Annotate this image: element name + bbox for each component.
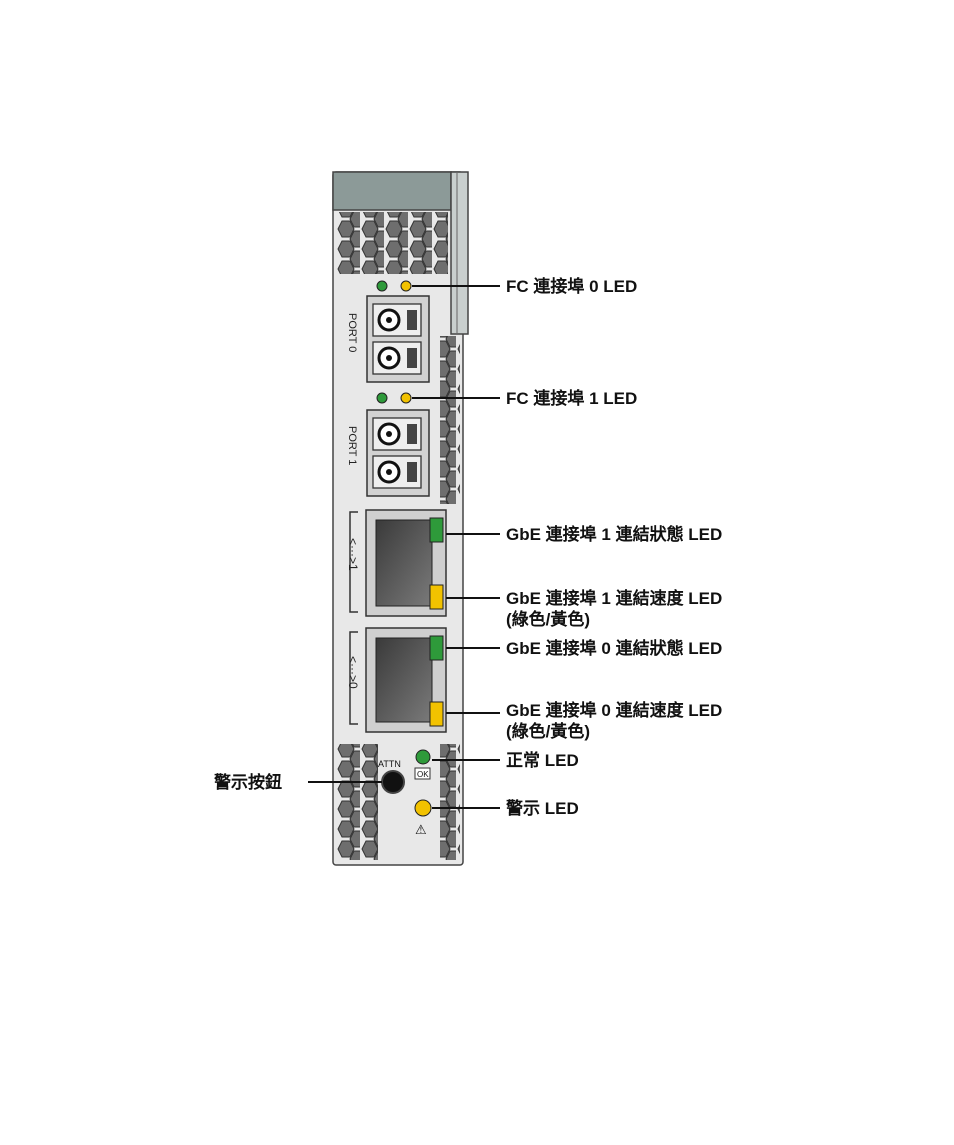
label-gbe0-speed-led: GbE 連接埠 0 連結速度 LED (綠色/黃色) <box>506 700 722 742</box>
port0-text: PORT 0 <box>346 313 358 352</box>
vent-right-upper <box>440 336 460 504</box>
gbe-port0-speed-led <box>430 702 443 726</box>
label-fc-port0-led-text: FC 連接埠 0 LED <box>506 277 637 296</box>
label-ok-led-text: 正常 LED <box>506 751 579 770</box>
ok-led <box>416 750 430 764</box>
fc-port0-amber-led <box>401 281 411 291</box>
fc-port0-green-led <box>377 281 387 291</box>
port1-text: PORT 1 <box>346 426 358 465</box>
label-attention-led: 警示 LED <box>506 798 579 819</box>
attention-button <box>382 771 404 793</box>
gbe-port1-speed-led <box>430 585 443 609</box>
vent-bottom-right <box>440 744 460 860</box>
ok-text: OK <box>417 770 429 779</box>
label-attention-button-text: 警示按鈕 <box>214 773 282 792</box>
attention-led <box>415 800 431 816</box>
vent-top <box>336 212 448 274</box>
gbe-port1-link-led <box>430 518 443 542</box>
label-gbe1-speed-led: GbE 連接埠 1 連結速度 LED (綠色/黃色) <box>506 588 722 630</box>
label-gbe0-link-led-text: GbE 連接埠 0 連結狀態 LED <box>506 639 722 658</box>
fc-port1-green-led <box>377 393 387 403</box>
label-fc-port1-led-text: FC 連接埠 1 LED <box>506 389 637 408</box>
panel-side-latch <box>451 172 468 334</box>
label-fc-port0-led: FC 連接埠 0 LED <box>506 276 637 297</box>
label-gbe0-link-led: GbE 連接埠 0 連結狀態 LED <box>506 638 722 659</box>
label-gbe0-speed-led-text: GbE 連接埠 0 連結速度 LED <box>506 700 722 721</box>
label-fc-port1-led: FC 連接埠 1 LED <box>506 388 637 409</box>
label-gbe1-speed-led-subtext: (綠色/黃色) <box>506 609 722 630</box>
fc-port1-amber-led <box>401 393 411 403</box>
attn-text: ATTN <box>378 759 401 769</box>
label-attention-led-text: 警示 LED <box>506 799 579 818</box>
label-gbe1-link-led-text: GbE 連接埠 1 連結狀態 LED <box>506 525 722 544</box>
warning-icon: ⚠ <box>415 823 427 838</box>
gbe-port0-link-led <box>430 636 443 660</box>
label-gbe1-speed-led-text: GbE 連接埠 1 連結速度 LED <box>506 588 722 609</box>
gbe1-mark: <···>1 <box>346 538 360 571</box>
label-gbe1-link-led: GbE 連接埠 1 連結狀態 LED <box>506 524 722 545</box>
label-attention-button: 警示按鈕 <box>214 772 282 793</box>
label-gbe0-speed-led-subtext: (綠色/黃色) <box>506 721 722 742</box>
panel-top-handle <box>333 172 451 210</box>
gbe0-mark: <···>0 <box>346 656 360 689</box>
vent-bottom-left <box>336 744 378 860</box>
label-ok-led: 正常 LED <box>506 750 579 771</box>
